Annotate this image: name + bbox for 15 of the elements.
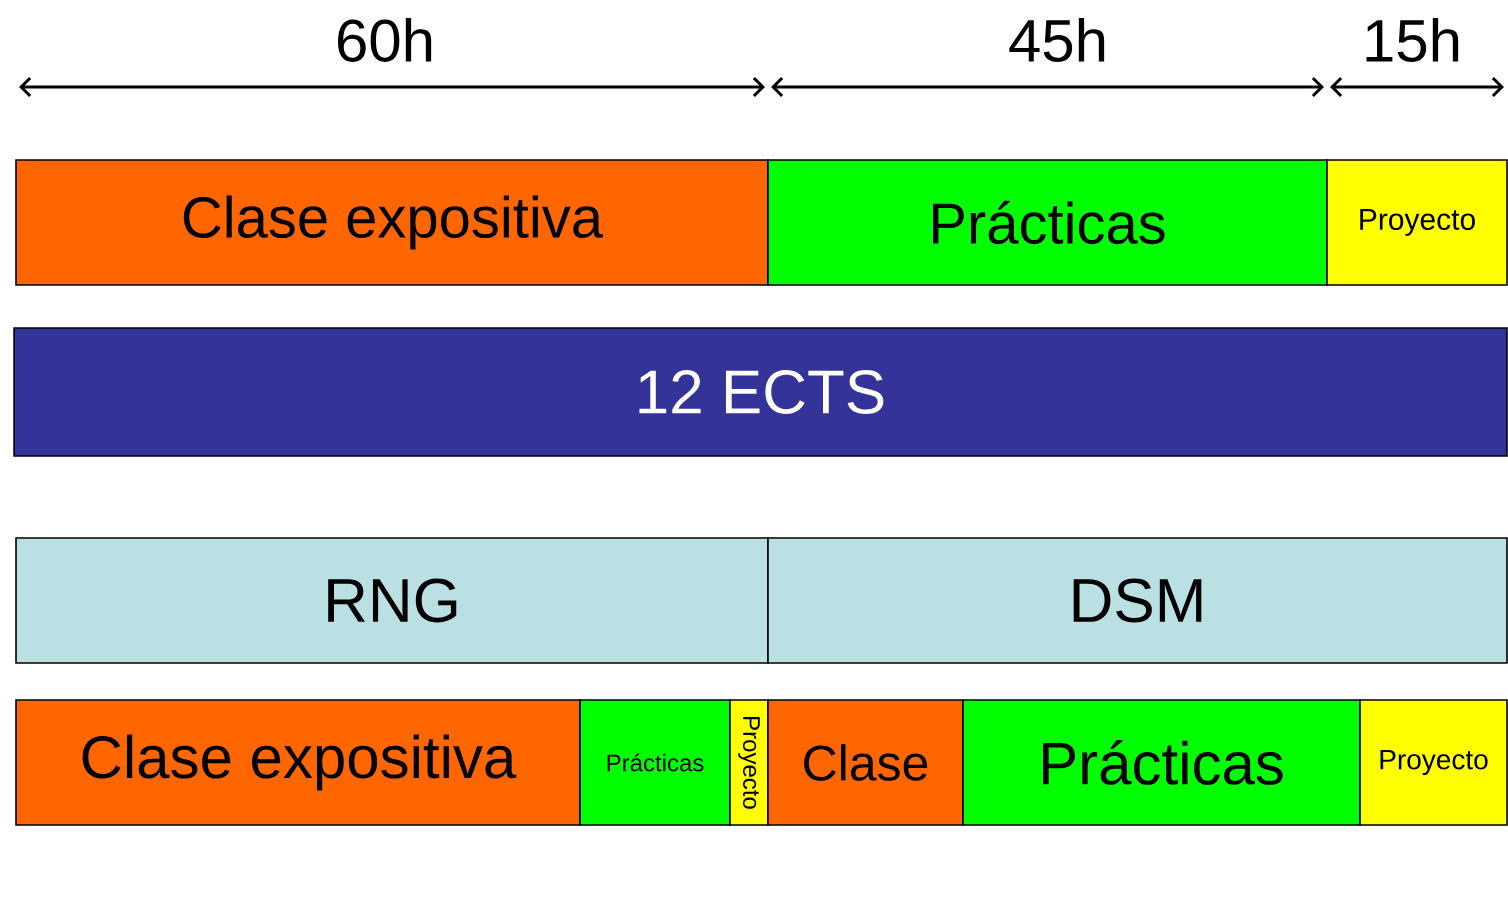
dimension-label: 60h: [338, 17, 432, 63]
bar-segment: Clase: [767, 699, 964, 826]
bar-segment: 12 ECTS: [13, 327, 1508, 457]
bar-segment: Prácticas: [767, 159, 1328, 286]
bar-segment: Proyecto: [729, 699, 769, 826]
bar-segment: RNG: [15, 537, 769, 664]
bar-segment: DSM: [767, 537, 1508, 664]
bar-segment: Clase expositiva: [15, 699, 581, 826]
bar-segment: Clase expositiva: [15, 159, 769, 286]
bar-segment: Proyecto: [1326, 159, 1508, 286]
dimension-label: 45h: [1009, 17, 1105, 63]
dimension-label: 15h: [1366, 17, 1459, 63]
bar-segment: Proyecto: [1359, 699, 1508, 826]
bar-segment: Prácticas: [962, 699, 1361, 826]
bar-segment: Prácticas: [579, 699, 731, 826]
